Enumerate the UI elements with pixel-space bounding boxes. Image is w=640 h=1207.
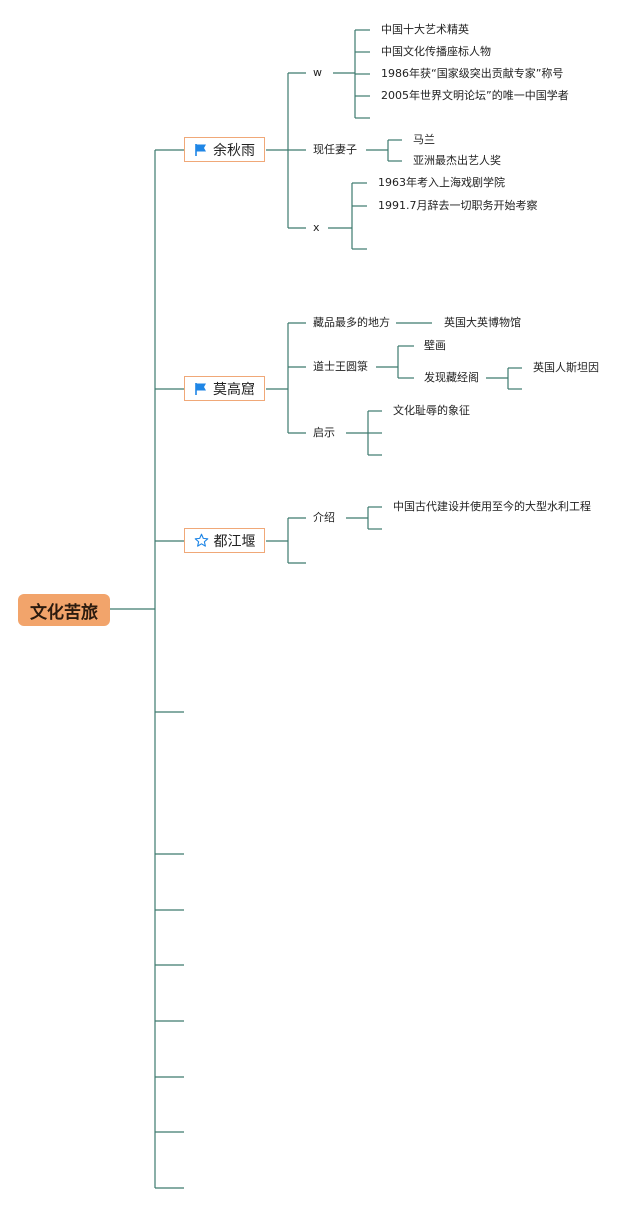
leaf-topic[interactable]: 1986年获“国家级突出贡献专家”称号 [381, 67, 564, 80]
leaf-topic[interactable]: 亚洲最杰出艺人奖 [413, 154, 501, 167]
leaf-topic[interactable]: 文化耻辱的象征 [393, 404, 470, 417]
leaf-topic[interactable]: 英国大英博物馆 [444, 316, 521, 329]
flag-icon [195, 143, 206, 156]
topic-mogao-grottoes[interactable]: 莫高窟 [184, 376, 265, 401]
leaf-topic[interactable]: 2005年世界文明论坛”的唯一中国学者 [381, 89, 569, 102]
subtopic-wang-yuanlu[interactable]: 道士王圆箓 [313, 360, 368, 373]
leaf-topic[interactable]: 1991.7月辞去一切职务开始考察 [378, 199, 538, 212]
leaf-topic[interactable]: 1963年考入上海戏剧学院 [378, 176, 505, 189]
subtopic-introduction[interactable]: 介绍 [313, 511, 335, 524]
leaf-topic[interactable]: 发现藏经阁 [424, 371, 479, 384]
leaf-topic[interactable]: 壁画 [424, 339, 446, 352]
leaf-topic[interactable]: 中国十大艺术精英 [381, 23, 469, 36]
subtopic-x[interactable]: x [313, 221, 320, 234]
topic-label: 莫高窟 [213, 381, 255, 398]
topic-dujiangyan[interactable]: 都江堰 [184, 528, 265, 553]
subtopic-largest-collection[interactable]: 藏品最多的地方 [313, 316, 390, 329]
subtopic-current-wife[interactable]: 现任妻子 [313, 143, 357, 156]
leaf-topic[interactable]: 英国人斯坦因 [533, 361, 599, 374]
leaf-topic[interactable]: 马兰 [413, 133, 435, 146]
leaf-topic[interactable]: 中国文化传播座标人物 [381, 45, 491, 58]
topic-label: 都江堰 [213, 533, 256, 550]
root-topic-label: 文化苦旅 [30, 602, 98, 623]
leaf-topic[interactable]: 中国古代建设并使用至今的大型水利工程 [393, 500, 591, 513]
topic-yu-qiuyu[interactable]: 余秋雨 [184, 137, 265, 162]
subtopic-w[interactable]: w [313, 66, 322, 79]
subtopic-revelation[interactable]: 启示 [313, 426, 335, 439]
topic-label: 余秋雨 [213, 142, 255, 159]
root-topic[interactable]: 文化苦旅 [18, 594, 110, 626]
flag-icon [195, 382, 206, 395]
star-icon [194, 533, 208, 547]
